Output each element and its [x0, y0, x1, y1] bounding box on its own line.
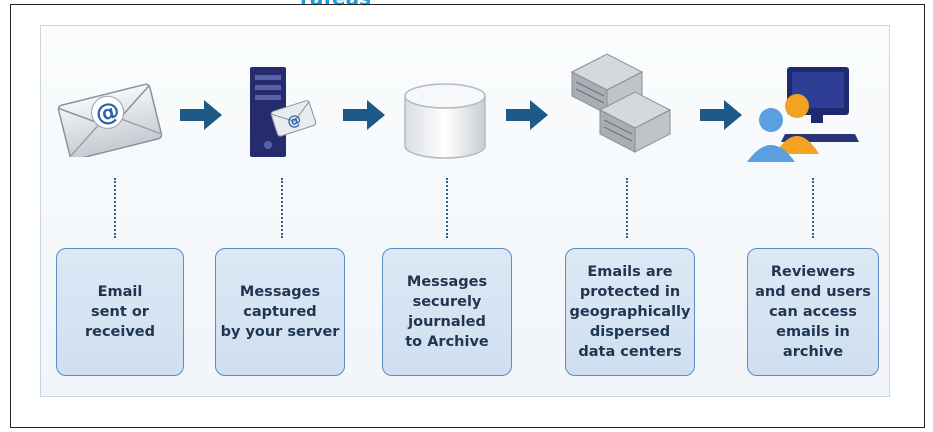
header-text: rafeas — [300, 0, 371, 10]
step-box-1: Email sent or received — [56, 248, 184, 376]
step-label-4: Emails are protected in geographically d… — [569, 264, 691, 360]
database-icon — [404, 83, 486, 159]
arrow-3 — [506, 100, 548, 130]
arrow-4 — [700, 100, 742, 130]
step-label-3: Messages securely journaled to Archive — [405, 274, 489, 350]
step-label-1: Email sent or received — [84, 284, 156, 340]
arrow-1 — [180, 100, 222, 130]
server-icon: @ — [250, 67, 317, 157]
connector-4 — [626, 178, 628, 238]
connector-3 — [446, 178, 448, 238]
connector-5 — [812, 178, 814, 238]
envelope-icon: @ — [57, 83, 163, 157]
connector-2 — [281, 178, 283, 238]
datacenter-icon — [570, 53, 672, 153]
svg-text:@: @ — [285, 111, 303, 131]
step-label-5: Reviewers and end users can access email… — [755, 264, 871, 360]
step-box-4: Emails are protected in geographically d… — [565, 248, 695, 376]
outer-frame — [10, 4, 925, 428]
arrow-2 — [343, 100, 385, 130]
step-box-5: Reviewers and end users can access email… — [747, 248, 879, 376]
users-computer-icon — [747, 67, 859, 162]
step-box-3: Messages securely journaled to Archive — [382, 248, 512, 376]
step-label-2: Messages captured by your server — [220, 284, 340, 340]
step-box-2: Messages captured by your server — [215, 248, 345, 376]
connector-1 — [114, 178, 116, 238]
